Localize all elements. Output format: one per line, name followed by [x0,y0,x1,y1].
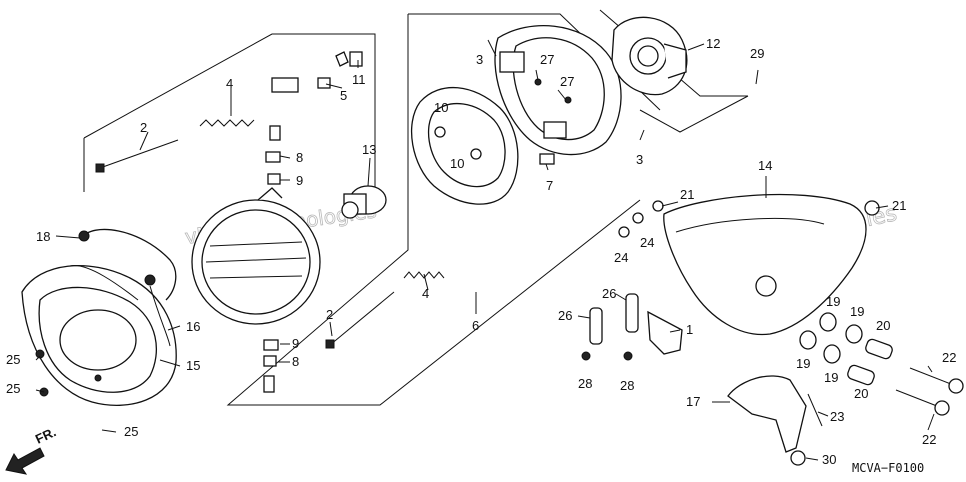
callout-2-upper: 2 [140,120,147,135]
callout-17: 17 [686,394,700,409]
callout-27-a: 27 [540,52,554,67]
callout-3-upper: 3 [476,52,483,67]
headlight-unit [191,187,321,325]
callout-5: 5 [340,88,347,103]
callout-10-lower: 10 [450,156,464,171]
callout-4-lower: 4 [422,286,429,301]
callout-20-a: 20 [876,318,890,333]
callout-1: 1 [686,322,693,337]
callout-2-lower: 2 [326,307,333,322]
leader-lines [35,39,935,461]
cover-shell [618,193,880,336]
callout-26-b: 26 [602,286,616,301]
group-outline-left [83,33,376,200]
callout-21-a: 21 [680,187,694,202]
callout-19-a: 19 [826,294,840,309]
case-frame [411,87,555,205]
callout-30: 30 [822,452,836,467]
callout-24-a: 24 [640,235,654,250]
callout-29: 29 [750,46,764,61]
callout-9-upper: 9 [296,173,303,188]
callout-25-b: 25 [6,381,20,396]
callout-28-b: 28 [620,378,634,393]
callout-19-c: 19 [796,356,810,371]
callout-23: 23 [830,409,844,424]
callout-27-b: 27 [560,74,574,89]
callout-24-b: 24 [614,250,628,265]
callout-9-lower: 9 [292,336,299,351]
callout-10-upper: 10 [434,100,448,115]
callout-25-a: 25 [6,352,20,367]
mount-stay [69,228,177,347]
diagram-code: MCVA−F0100 [852,461,924,475]
front-direction-arrow: FR. [5,424,58,475]
lower-stay [727,375,823,466]
callout-19-b: 19 [850,304,864,319]
callout-13: 13 [362,142,376,157]
callout-22-b: 22 [922,432,936,447]
bulb [341,185,387,219]
cover-bracket [581,293,683,361]
callout-8-upper: 8 [296,150,303,165]
callout-12: 12 [706,36,720,51]
long-bolts [895,367,964,416]
back-cap [611,16,688,96]
small-hardware [263,51,363,393]
callout-6: 6 [472,318,479,333]
callout-19-d: 19 [824,370,838,385]
screws-and-springs [95,119,445,349]
headlight-rim [21,264,177,406]
callout-3-lower: 3 [636,152,643,167]
callout-22-a: 22 [942,350,956,365]
callout-14: 14 [758,158,772,173]
direction-label: FR. [33,424,58,446]
callout-21-b: 21 [892,198,906,213]
callout-15: 15 [186,358,200,373]
callout-28-a: 28 [578,376,592,391]
callout-16: 16 [186,319,200,334]
callout-25-c: 25 [124,424,138,439]
callout-labels: 1 2 2 3 3 4 4 5 6 7 8 8 9 9 10 10 11 12 … [6,36,956,467]
callout-18: 18 [36,229,50,244]
callout-4-upper: 4 [226,76,233,91]
callout-8-lower: 8 [292,354,299,369]
callout-7: 7 [546,178,553,193]
callout-11: 11 [352,72,366,87]
collars [799,312,893,386]
callout-26-a: 26 [558,308,572,323]
callout-20-b: 20 [854,386,868,401]
